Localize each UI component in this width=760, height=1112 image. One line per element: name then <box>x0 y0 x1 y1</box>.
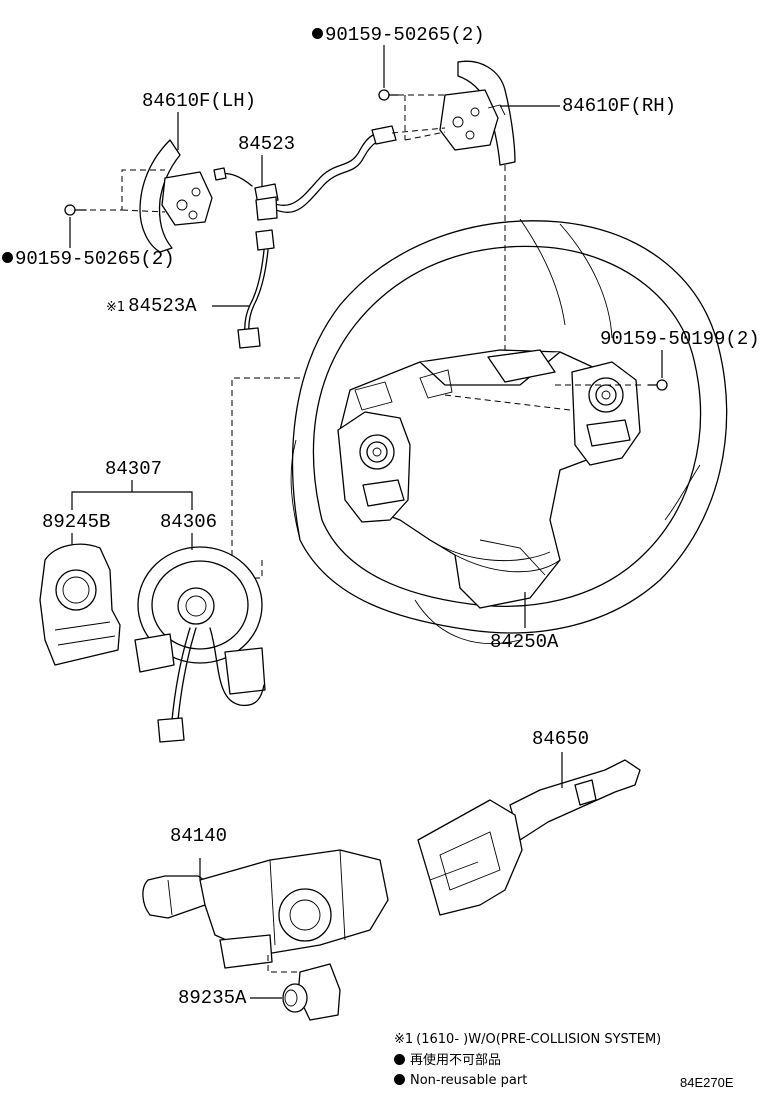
label-sensor: 89245B <box>42 511 111 533</box>
note-non-reusable-jp: 再使用不可部品 <box>394 1053 501 1069</box>
label-wire-84523a-text: 84523A <box>128 295 197 317</box>
sensor-89245b <box>39 543 121 666</box>
steering-wheel-84250a <box>290 218 728 645</box>
wiper-switch-84650 <box>417 759 641 916</box>
non-reusable-icon <box>394 1054 405 1065</box>
label-bolt-left: 90159-50265(2) <box>2 248 175 270</box>
label-wheel-assy: 84250A <box>490 631 559 653</box>
label-cruise-switch: 89235A <box>178 987 247 1009</box>
note-non-reusable-jp-text: 再使用不可部品 <box>410 1053 502 1068</box>
note-non-reusable-en: Non-reusable part <box>394 1073 527 1089</box>
figure-code: 84E270E <box>680 1075 734 1090</box>
note-non-reusable-en-text: Non-reusable part <box>410 1073 528 1088</box>
label-wire-84523a-mark: ※1 <box>106 300 126 315</box>
bracket-84307 <box>71 480 193 510</box>
bolt-top-90159 <box>378 89 399 101</box>
label-bolt-right: 90159-50199(2) <box>600 328 760 350</box>
non-reusable-icon <box>312 28 323 39</box>
label-turn-switch: 84140 <box>170 825 228 847</box>
label-bolt-top-text: 90159-50265(2) <box>325 24 485 46</box>
wire-84523 <box>213 125 397 221</box>
label-paddle-lh: 84610F(LH) <box>142 90 257 112</box>
bolt-right-90159 <box>647 379 668 391</box>
label-bolt-top: 90159-50265(2) <box>312 24 485 46</box>
note-precollision-mark: ※1 <box>394 1032 414 1047</box>
bolt-left-90159 <box>64 204 87 216</box>
wire-84523a <box>237 229 275 349</box>
non-reusable-icon <box>394 1074 405 1085</box>
label-spiral-cable: 84306 <box>160 511 218 533</box>
label-clock-assy: 84307 <box>105 458 163 480</box>
note-precollision-text: (1610- )W/O(PRE-COLLISION SYSTEM) <box>416 1032 662 1047</box>
label-wire-84523: 84523 <box>238 133 296 155</box>
paddle-lh-84610f <box>139 139 213 253</box>
non-reusable-icon <box>2 252 13 263</box>
label-wiper-switch: 84650 <box>532 728 590 750</box>
label-paddle-rh: 84610F(RH) <box>562 95 677 117</box>
note-precollision: ※1(1610- )W/O(PRE-COLLISION SYSTEM) <box>394 1032 661 1048</box>
spiral-cable-84306 <box>134 546 266 743</box>
turn-switch-84140 <box>142 849 389 969</box>
label-bolt-left-text: 90159-50265(2) <box>15 248 175 270</box>
paddle-rh-84610f <box>439 60 516 166</box>
cruise-switch-89235a <box>282 963 341 1021</box>
